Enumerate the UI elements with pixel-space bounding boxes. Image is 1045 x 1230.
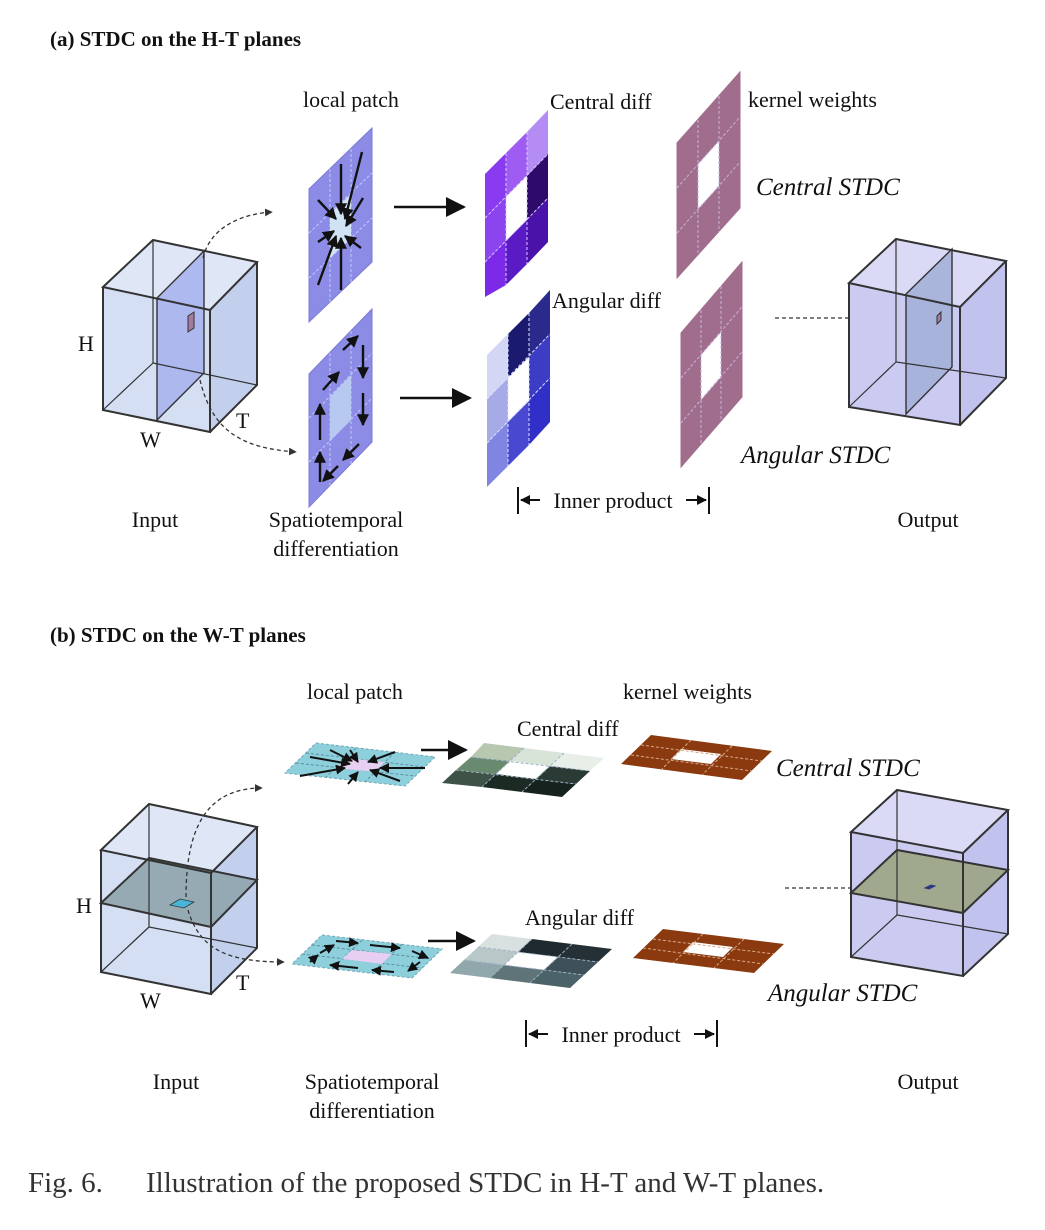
central-diff-label-b: Central diff <box>517 716 619 741</box>
inner-product-label-b: Inner product <box>561 1022 680 1047</box>
central-diff-arrows-a <box>316 151 365 290</box>
local-patch-central-b <box>283 742 437 787</box>
kernel-weights-central-a <box>676 70 741 280</box>
angular-diff-grid-b <box>450 934 612 988</box>
central-diff-label-a: Central diff <box>550 89 652 114</box>
ht-slice-a <box>156 249 205 422</box>
local-patch-label-b: local patch <box>307 679 403 704</box>
angular-diff-arrows-b <box>307 937 429 976</box>
axis-h-a: H <box>78 331 94 356</box>
inner-product-bracket-a <box>517 487 710 514</box>
output-point-marker-a <box>936 310 942 326</box>
angular-stdc-label-a: Angular STDC <box>739 442 891 469</box>
angular-diff-label-a: Angular diff <box>552 288 662 313</box>
dashed-connector-bottom-a <box>199 379 297 456</box>
input-label-b: Input <box>153 1069 199 1094</box>
input-cube-a <box>100 238 259 434</box>
dashed-connector-bottom-b <box>187 909 285 966</box>
output-slice-a <box>905 247 953 416</box>
spatiotemporal-label-b-line1: Spatiotemporal <box>305 1069 439 1094</box>
spatiotemporal-label-a-line2: differentiation <box>273 536 398 561</box>
local-patch-marker-b <box>168 898 196 909</box>
central-stdc-label-b: Central STDC <box>776 755 920 782</box>
output-label-b: Output <box>897 1069 958 1094</box>
axis-w-b: W <box>140 988 161 1013</box>
local-patch-angular-a <box>308 307 373 509</box>
inner-product-label-a: Inner product <box>553 488 672 513</box>
local-patch-central-a <box>308 126 373 324</box>
angular-diff-label-b: Angular diff <box>525 905 635 930</box>
panel-b-heading: (b) STDC on the W-T planes <box>50 623 306 647</box>
panel-a: (a) STDC on the H-T planes H W T <box>50 27 1009 561</box>
axis-t-b: T <box>236 970 250 995</box>
kernel-weights-angular-a <box>680 260 743 469</box>
figure-number: Fig. 6. <box>28 1167 103 1199</box>
axis-t-a: T <box>236 408 250 433</box>
input-label-a: Input <box>132 507 178 532</box>
central-stdc-label-a: Central STDC <box>756 174 900 201</box>
axis-h-b: H <box>76 893 92 918</box>
angular-stdc-label-b: Angular STDC <box>766 980 918 1007</box>
dashed-connector-top-b <box>185 784 263 898</box>
output-label-a: Output <box>897 507 958 532</box>
panel-a-heading: (a) STDC on the H-T planes <box>50 27 301 51</box>
kernel-weights-angular-b <box>633 929 784 973</box>
kernel-weights-central-b <box>621 735 772 780</box>
kernel-weights-label-a: kernel weights <box>748 87 877 112</box>
output-cube-b <box>848 788 1011 978</box>
angular-diff-arrows-a <box>314 335 369 482</box>
output-cube-a <box>846 237 1009 427</box>
output-point-marker-b <box>923 884 937 890</box>
axis-w-a: W <box>140 427 161 452</box>
dashed-connector-top-a <box>202 208 273 259</box>
kernel-weights-label-b: kernel weights <box>623 679 752 704</box>
spatiotemporal-label-a-line1: Spatiotemporal <box>269 507 403 532</box>
central-diff-grid-a <box>484 110 549 297</box>
central-diff-arrows-b <box>299 749 425 785</box>
input-cube-b <box>98 802 260 996</box>
inner-product-bracket-b <box>525 1020 718 1047</box>
figure-caption: Illustration of the proposed STDC in H-T… <box>146 1167 824 1199</box>
local-patch-label-a: local patch <box>303 87 399 112</box>
local-patch-marker-a <box>187 311 195 333</box>
angular-diff-grid-a <box>486 290 551 487</box>
local-patch-angular-b <box>290 934 444 979</box>
spatiotemporal-label-b-line2: differentiation <box>309 1098 434 1123</box>
central-diff-grid-b <box>442 743 604 797</box>
panel-b: (b) STDC on the W-T planes H W T <box>50 623 1011 1123</box>
